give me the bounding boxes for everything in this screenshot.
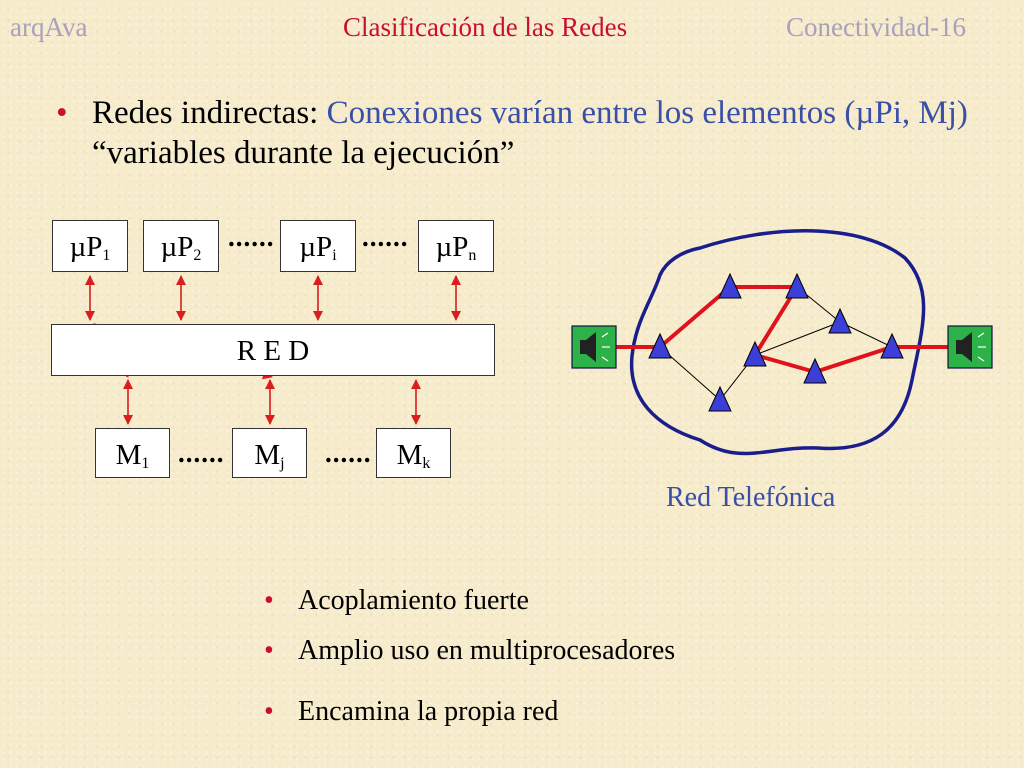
network-node	[743, 340, 767, 367]
processor-box: µPi	[280, 220, 356, 272]
processor-box: µP1	[52, 220, 128, 272]
processor-label: µP	[299, 231, 333, 263]
bullet-dot: •	[264, 696, 274, 727]
telephone-network-label: Red Telefónica	[666, 482, 836, 513]
slide-title: Clasificación de las Redes	[343, 12, 628, 42]
processor-index: 2	[193, 247, 202, 264]
processor-index: 1	[102, 247, 111, 264]
network-node	[880, 332, 904, 359]
network-node	[803, 357, 827, 384]
processor-label: µP	[160, 231, 194, 263]
active-route	[616, 285, 948, 374]
network-label: R E D	[236, 335, 310, 367]
network-node	[785, 272, 809, 299]
processor-label: µP	[69, 231, 103, 263]
sub-bullet: • Encamina la propia red	[264, 698, 558, 726]
memory-label: M	[254, 439, 281, 471]
processor-label: µP	[435, 231, 469, 263]
sub-bullet-text: Encamina la propia red	[298, 696, 559, 727]
memory-box: Mj	[232, 428, 307, 478]
main-bullet-text: Redes indirectas: Conexiones varían entr…	[92, 93, 1002, 174]
ellipsis: ......	[362, 222, 409, 252]
ellipsis: ......	[325, 438, 372, 468]
memory-box: M1	[95, 428, 170, 478]
network-nodes	[648, 272, 904, 412]
memory-label: M	[115, 439, 142, 471]
bullet-dot: •	[264, 585, 274, 616]
memory-label: M	[396, 439, 423, 471]
ellipsis: ......	[178, 438, 225, 468]
network-node	[648, 332, 672, 359]
header-left-label: arqAva	[10, 12, 88, 42]
telephone-network	[571, 229, 993, 456]
main-bullet-pair: (µPi, Mj)	[844, 95, 968, 131]
main-bullet-lead: Redes indirectas:	[92, 95, 319, 131]
speaker-left-icon	[571, 325, 617, 369]
processor-box: µP2	[143, 220, 219, 272]
sub-bullet-text: Amplio uso en multiprocesadores	[298, 635, 676, 666]
memory-index: j	[280, 455, 285, 472]
memory-index: k	[422, 455, 431, 472]
thin-links	[659, 286, 893, 401]
sub-bullet-text: Acoplamiento fuerte	[298, 585, 529, 616]
sub-bullet: • Amplio uso en multiprocesadores	[264, 637, 675, 665]
network-boundary	[629, 229, 926, 456]
network-node	[828, 307, 852, 334]
bullet-dot: •	[264, 635, 274, 666]
network-box: R E D	[51, 324, 495, 376]
processor-index: n	[468, 247, 477, 264]
memory-index: 1	[141, 455, 150, 472]
main-bullet-highlight: Conexiones varían entre los elementos	[326, 95, 837, 131]
sub-bullet: • Acoplamiento fuerte	[264, 587, 529, 615]
header-right-label: Conectividad-16	[786, 12, 966, 42]
processor-index: i	[332, 247, 337, 264]
network-node	[708, 385, 732, 412]
bullet-dot: •	[56, 95, 68, 131]
speaker-right-icon	[947, 325, 993, 369]
memory-box: Mk	[376, 428, 451, 478]
main-bullet-tail: “variables durante la ejecución”	[92, 135, 515, 172]
ellipsis: ......	[228, 222, 275, 252]
processor-box: µPn	[418, 220, 494, 272]
network-node	[718, 272, 742, 299]
